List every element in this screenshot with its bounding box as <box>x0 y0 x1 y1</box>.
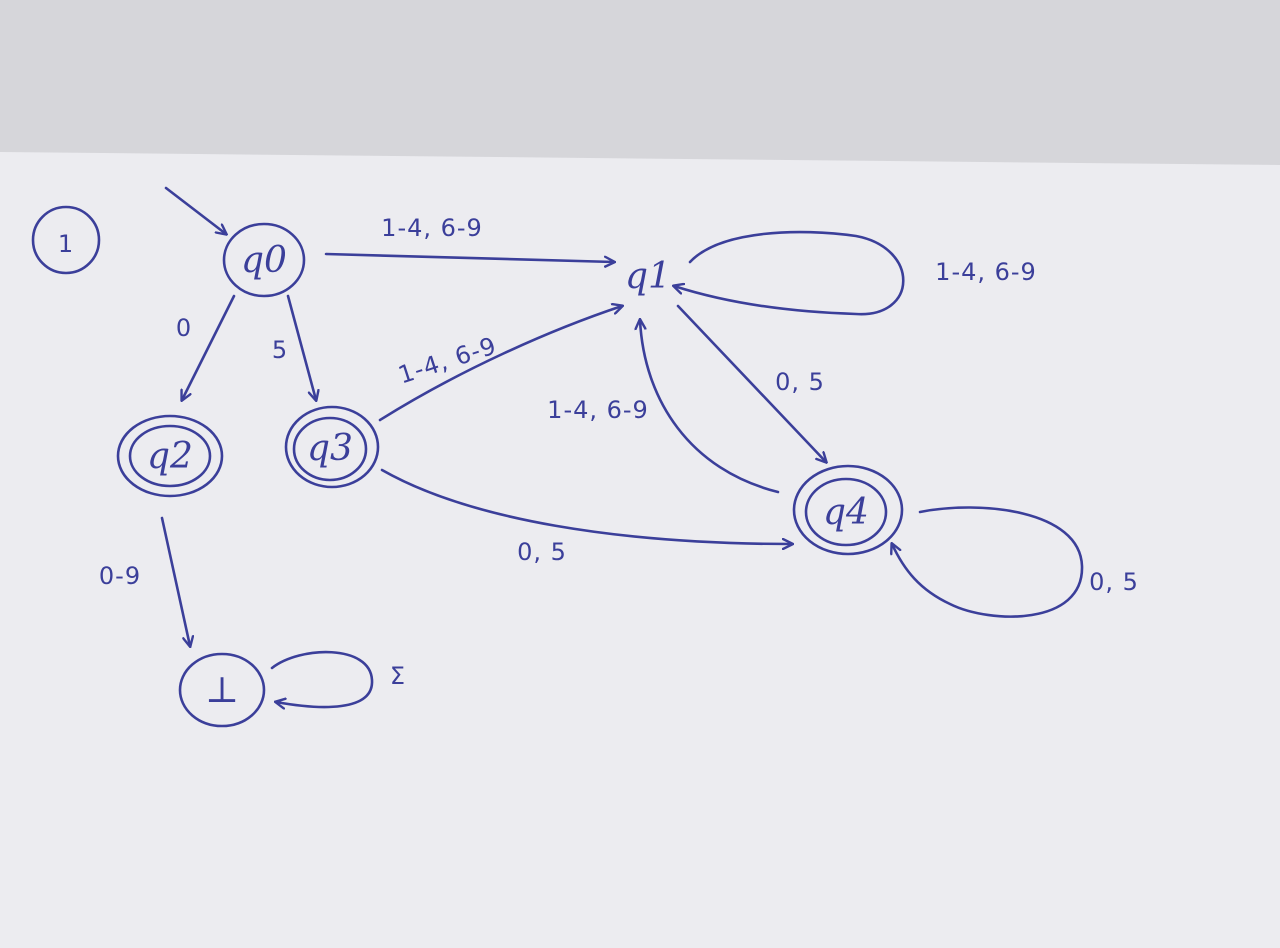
edge-q0-q3-label: 5 <box>272 336 288 364</box>
edge-q3-q4-label: 0, 5 <box>517 538 567 566</box>
edge-q1-q4 <box>676 304 826 462</box>
state-q4-label: q4 <box>823 492 869 533</box>
state-q3-label: q3 <box>307 428 353 469</box>
edge-q2-dead-label: 0-9 <box>99 562 141 590</box>
problem-number: 1 <box>31 205 101 275</box>
edge-q4-loop <box>892 506 1084 618</box>
edge-q0-q2 <box>182 294 236 400</box>
state-q1: q1 <box>625 256 671 297</box>
edge-q4-q1 <box>640 320 780 494</box>
edge-q3-q4 <box>380 468 792 544</box>
edge-dead-loop-label: Σ <box>390 662 406 690</box>
state-q4: q4 <box>792 464 904 556</box>
state-q2-label: q2 <box>147 436 193 477</box>
state-q2: q2 <box>116 414 224 498</box>
state-q1-label: q1 <box>625 256 671 297</box>
edge-q3-q1 <box>378 306 622 422</box>
edge-q4-loop-label: 0, 5 <box>1089 568 1139 596</box>
edge-q0-q1 <box>324 252 614 262</box>
edge-q0-q1-label: 1-4, 6-9 <box>381 214 483 242</box>
edge-q0-q2-label: 0 <box>176 314 192 342</box>
state-q3: q3 <box>284 405 380 489</box>
edge-q1-loop <box>674 230 905 316</box>
problem-number-text: 1 <box>58 230 74 258</box>
state-dead: ⊥ <box>178 652 266 728</box>
edge-q1-loop-label: 1-4, 6-9 <box>935 258 1037 286</box>
paper-sheet <box>0 152 1280 948</box>
start-arrow <box>164 186 226 234</box>
state-q0: q0 <box>222 222 306 298</box>
edge-dead-loop <box>270 650 374 707</box>
edge-q2-dead <box>160 516 190 646</box>
edge-q4-q1-label: 1-4, 6-9 <box>547 396 649 424</box>
edge-q1-q4-label: 0, 5 <box>775 368 825 396</box>
state-dead-label: ⊥ <box>205 670 239 711</box>
state-q0-label: q0 <box>241 240 287 281</box>
edge-q0-q3 <box>286 294 316 400</box>
